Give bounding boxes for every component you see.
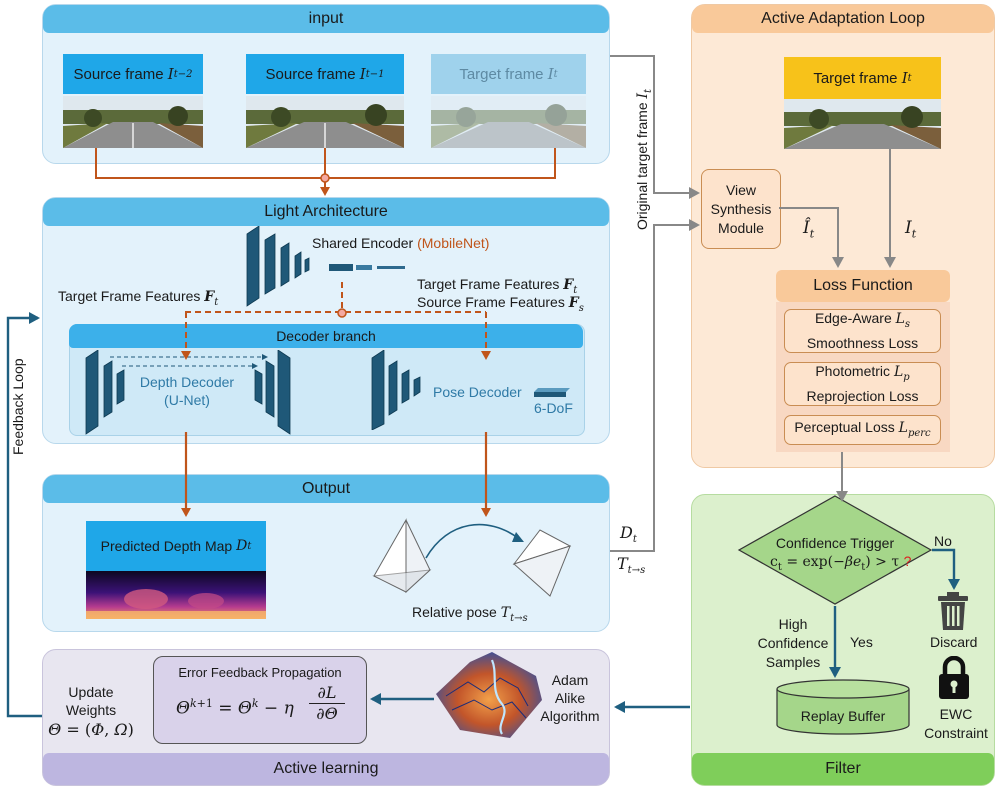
loss-landscape-image [436,652,542,738]
ewc-constraint-label: EWC Constraint [924,706,988,741]
relative-pose-icon [372,518,572,597]
discard-label: Discard [930,634,978,650]
original-target-frame-label: Original target frame It [634,88,654,230]
output-title: Output [43,475,609,503]
yes-label: Yes [850,634,873,650]
tts-label: Tt→s [617,554,646,577]
confidence-trigger-diamond [737,495,933,605]
lock-icon [939,656,969,699]
i-hat-label: Ît [803,218,815,241]
feedback-loop-label: Feedback Loop [10,358,26,455]
filter-title: Filter [692,753,994,785]
light-architecture-title: Light Architecture [43,198,609,226]
relative-pose-label: Relative pose Tt→s [412,604,528,624]
no-label: No [934,533,952,549]
loss-function-header: Loss Function [776,270,950,302]
pose-decoder-icon [371,350,421,430]
shared-encoder-icon [246,226,405,307]
dt-label: Dt [620,523,637,546]
source-frame-2-image [246,96,404,148]
confidence-trigger-formula: ct = exp(−βet) > τ ? [770,553,912,573]
pose-dof-label: 6-DoF [534,400,573,416]
adam-label: Adam Alike Algorithm [540,672,600,724]
target-frame-input-image [431,96,586,148]
target-features-left: Target Frame Features Ft [58,288,219,308]
depth-decoder-label: Depth Decoder (U-Net) [139,374,235,408]
predicted-depth-map-image [86,571,266,619]
confidence-trigger-title: Confidence Trigger [775,535,895,551]
target-frame-image [784,99,941,149]
pose-output-bar-icon [534,388,570,397]
photometric-loss-box: Photometric Lp Reprojection Loss [784,362,941,406]
source-features-right: Source Frame Features Fs [417,294,584,314]
error-feedback-title: Error Feedback Propagation [178,665,342,680]
target-features-right: Target Frame Features Ft [417,276,578,296]
shared-encoder-label: Shared Encoder (MobileNet) [312,235,490,251]
adaptation-title: Active Adaptation Loop [692,5,994,33]
perceptual-loss-box: Perceptual Loss Lperc [784,415,941,445]
input-panel-title: input [43,5,609,33]
pose-decoder-label: Pose Decoder [433,384,522,400]
high-confidence-label: High Confidence Samples [757,616,829,670]
active-learning-title: Active learning [43,753,609,785]
depth-decoder-icon [85,350,291,435]
replay-buffer-label: Replay Buffer [800,708,886,724]
view-synthesis-module: View Synthesis Module [701,169,781,249]
source-frame-1-image [63,96,203,148]
update-weights-label: Update Weights Θ = (Φ, Ω) [48,684,134,739]
replay-buffer-cylinder [776,679,910,735]
error-feedback-box: Error Feedback Propagation Θk+1 = Θk − η… [153,656,367,744]
i-t-label: It [905,218,917,241]
update-equation: Θk+1 = Θk − η [176,697,294,719]
edge-aware-loss-box: Edge-Aware Ls Smoothness Loss [784,309,941,353]
trash-icon [938,592,968,630]
decoder-branch-title: Decoder branch [69,324,583,348]
